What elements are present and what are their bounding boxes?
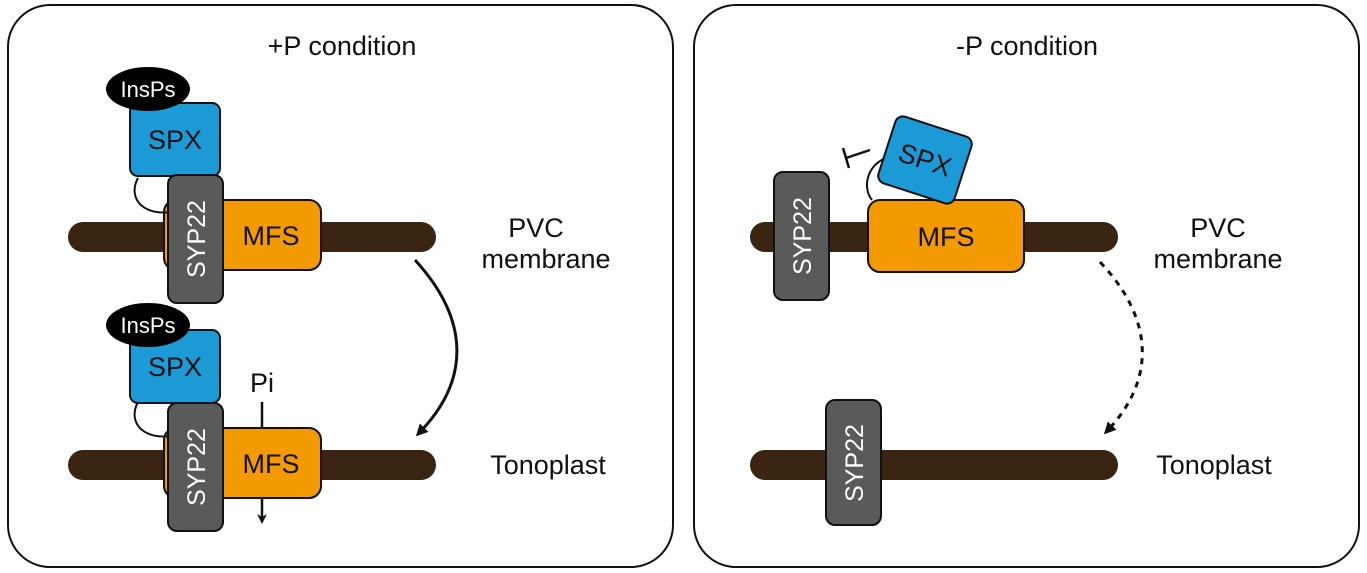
mfs-label: MFS [243, 449, 300, 479]
pi-label: Pi [250, 368, 274, 398]
insps-ellipse [106, 303, 190, 347]
pvc-complex: MFS SPX InsPs SYP22 [68, 67, 436, 304]
trafficking-arrow [413, 258, 459, 437]
syp22-box [825, 399, 882, 526]
inhibition-symbol [841, 147, 871, 169]
tonoplast-complex: SYP22 [750, 399, 1118, 526]
panel-minus-p: -P condition SYP22 MFS SPX PVC membrane [693, 4, 1360, 568]
spx-label: SPX [148, 125, 202, 155]
pvc-label-line1: PVC [508, 213, 564, 243]
spx-label: SPX [148, 352, 202, 382]
syp22-box [773, 171, 830, 301]
spx-rotated: SPX [877, 115, 973, 205]
syp22-box [167, 174, 224, 304]
syp22-box [167, 402, 224, 532]
pvc-complex: SYP22 MFS SPX [750, 115, 1118, 301]
mfs-label: MFS [918, 222, 975, 252]
syp22-label: SYP22 [841, 424, 869, 502]
blocked-trafficking-arrow [1098, 260, 1144, 435]
pvc-label-line2: membrane [481, 244, 610, 274]
insps-ellipse [106, 67, 190, 111]
syp22-label: SYP22 [789, 197, 817, 275]
panel-title: -P condition [956, 31, 1098, 61]
mfs-label: MFS [243, 221, 300, 251]
inhibition-line [845, 148, 871, 160]
syp22-label: SYP22 [183, 200, 211, 278]
linker-loop [133, 177, 173, 214]
inhibition-bar [841, 147, 851, 169]
pvc-label-line1: PVC [1190, 213, 1246, 243]
tonoplast-complex: Pi MFS SPX InsPs SYP22 [68, 303, 436, 532]
panel-title: +P condition [268, 31, 417, 61]
panel-plus-p: +P condition MFS SPX InsPs SYP22 PVC mem… [7, 4, 674, 568]
syp22-label: SYP22 [183, 428, 211, 506]
tonoplast-label: Tonoplast [1156, 450, 1272, 480]
tonoplast-bar [750, 450, 1118, 480]
linker-loop [133, 401, 173, 438]
pvc-label-line2: membrane [1153, 244, 1282, 274]
insps-label: InsPs [120, 77, 175, 102]
insps-label: InsPs [120, 313, 175, 338]
spx-box [877, 115, 973, 205]
tonoplast-label: Tonoplast [490, 450, 606, 480]
